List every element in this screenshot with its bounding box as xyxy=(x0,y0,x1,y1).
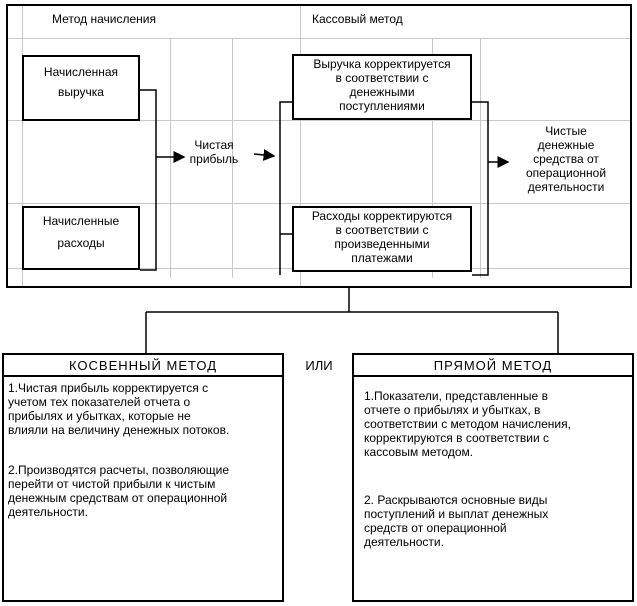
accrued-revenue-line: Начисленная xyxy=(43,65,119,79)
indirect-method-p1: 1.Чистая прибыль корректируется с учетом… xyxy=(8,381,282,437)
expenses-adjusted-line: платежами xyxy=(351,251,413,265)
net-cash-line: операционной xyxy=(525,166,607,180)
grid-line xyxy=(8,120,630,121)
indirect-method-box: КОСВЕННЫЙ МЕТОД 1.Чистая прибыль коррект… xyxy=(2,353,284,602)
net-profit-label: Чистая прибыль xyxy=(182,138,246,166)
direct-method-box: ПРЯМОЙ МЕТОД 1.Показатели, представленны… xyxy=(352,353,634,602)
header-accrual-method: Метод начисления xyxy=(52,12,157,26)
grid-line xyxy=(232,38,233,278)
arrow-from-net-profit xyxy=(253,148,276,161)
accrued-revenue-line: выручка xyxy=(58,85,104,99)
direct-method-p2: 2. Раскрываются основные виды поступлени… xyxy=(364,493,624,549)
grid-line xyxy=(22,6,23,286)
bracket-left xyxy=(140,89,157,271)
or-label: ИЛИ xyxy=(305,358,333,373)
direct-p1-line: корректируются в соответствии с xyxy=(364,431,550,445)
revenue-adjusted-box: Выручка корректируется в соответствии с … xyxy=(292,54,472,120)
bracket-middle xyxy=(279,101,292,275)
net-profit-line: прибыль xyxy=(189,152,239,166)
indirect-p1-line: учетом тех показателей отчета о xyxy=(8,395,191,409)
net-cash-label: Чистые денежные средства от операционной… xyxy=(508,124,624,194)
indirect-p1-line: прибылях и убытках, которые не xyxy=(8,409,191,423)
direct-p1-line: кассовым методом. xyxy=(364,445,474,459)
grid-line xyxy=(432,38,433,278)
direct-title-divider xyxy=(354,375,632,377)
expenses-adjusted-line: Расходы корректируются xyxy=(311,209,453,223)
revenue-adjusted-line: поступлениями xyxy=(339,99,425,113)
indirect-method-p2: 2.Производятся расчеты, позволяющие пере… xyxy=(8,463,282,519)
accrued-revenue-box: Начисленная выручка xyxy=(22,55,140,121)
direct-p1-line: соответствии с методом начисления, xyxy=(364,417,571,431)
net-profit-line: Чистая xyxy=(194,138,234,152)
grid-line xyxy=(300,6,301,286)
grid-line xyxy=(170,38,171,278)
expenses-adjusted-line: в соответствии с xyxy=(335,223,429,237)
accrued-expenses-box: Начисленные расходы xyxy=(22,206,140,270)
expenses-adjusted-line: произведенными xyxy=(334,237,430,251)
grid-line xyxy=(480,38,481,278)
expenses-adjusted-box: Расходы корректируются в соответствии с … xyxy=(292,206,472,272)
grid-line xyxy=(8,38,630,39)
net-cash-line: денежные xyxy=(537,138,595,152)
indirect-p2-line: 2.Производятся расчеты, позволяющие xyxy=(8,463,229,477)
indirect-p2-line: перейти от чистой прибыли к чистым xyxy=(8,477,216,491)
net-cash-line: Чистые xyxy=(545,124,587,138)
direct-method-title: ПРЯМОЙ МЕТОД xyxy=(433,358,553,373)
revenue-adjusted-line: в соответствии с xyxy=(335,71,429,85)
indirect-p1-line: 1.Чистая прибыль корректируется с xyxy=(8,381,209,395)
direct-p1-line: 1.Показатели, представленные в xyxy=(364,389,548,403)
indirect-title-divider xyxy=(4,375,282,377)
net-cash-line: деятельности xyxy=(527,180,605,194)
indirect-p2-line: деятельности. xyxy=(8,505,88,519)
direct-p2-line: средств от операционной xyxy=(364,521,507,535)
header-cash-method: Кассовый метод xyxy=(312,12,403,26)
revenue-adjusted-line: денежными xyxy=(349,85,415,99)
net-cash-line: средства от xyxy=(533,152,599,166)
indirect-p1-line: влияли на величину денежных потоков. xyxy=(8,423,230,437)
indirect-p2-line: денежным средствам от операционной xyxy=(8,491,228,505)
direct-p1-line: отчете о прибылях и убытках, в xyxy=(364,403,541,417)
grid-line xyxy=(8,203,630,204)
revenue-adjusted-line: Выручка корректируется xyxy=(313,57,451,71)
accrued-expenses-line: расходы xyxy=(57,236,105,250)
direct-method-p1: 1.Показатели, представленные в отчете о … xyxy=(364,389,624,459)
direct-p2-line: поступлений и выплат денежных xyxy=(364,507,549,521)
indirect-method-title: КОСВЕННЫЙ МЕТОД xyxy=(69,358,217,373)
bracket-right xyxy=(472,101,489,276)
direct-p2-line: 2. Раскрываются основные виды xyxy=(364,493,548,507)
accrued-expenses-line: Начисленные xyxy=(42,214,120,228)
direct-p2-line: деятельности. xyxy=(364,535,444,549)
